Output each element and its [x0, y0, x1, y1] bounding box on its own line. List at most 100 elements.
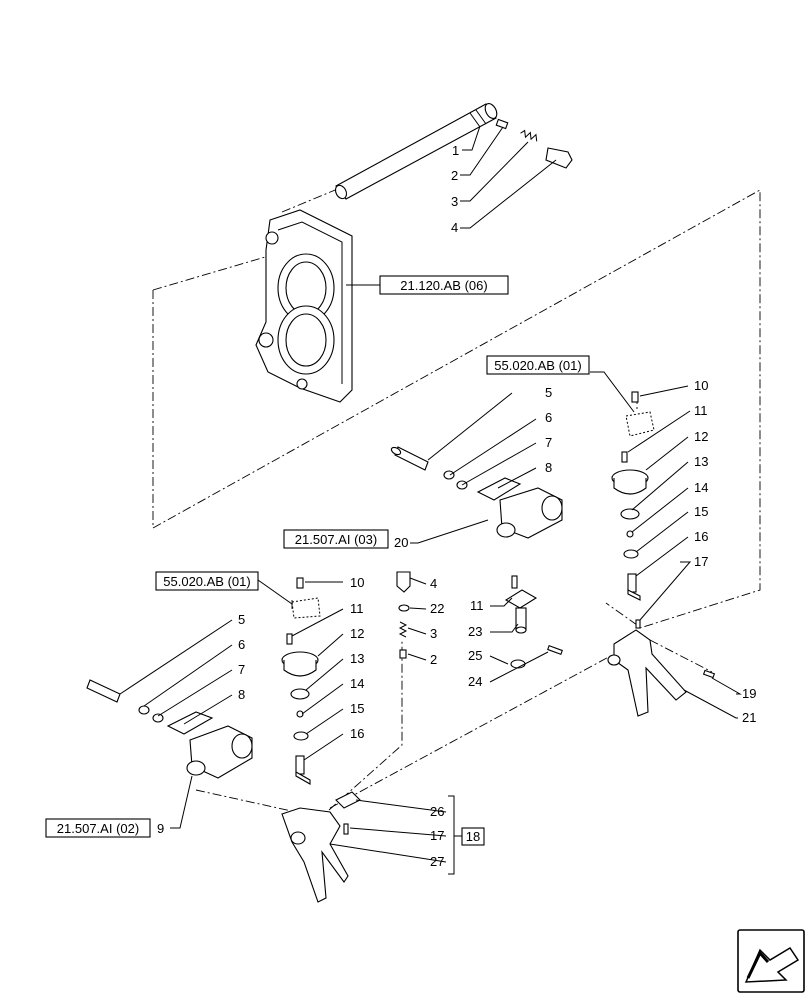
detent-plug [545, 147, 573, 169]
left-pin [86, 679, 121, 703]
lower-fork [281, 807, 349, 903]
lever-pin [547, 645, 563, 655]
lever-oring [510, 659, 526, 669]
middle-oring [398, 604, 410, 612]
leader-lines [119, 125, 742, 875]
callout-25: 25 [468, 648, 482, 663]
ref-kit-18[interactable]: 18 [461, 827, 485, 846]
callout-20: 20 [394, 535, 408, 550]
svg-text:55.020.AB (01): 55.020.AB (01) [163, 574, 250, 589]
middle-spring [398, 621, 408, 638]
lower-roll-pin [343, 823, 349, 835]
callout-6-left: 6 [238, 637, 245, 652]
right-screw-11 [621, 451, 628, 463]
ref-upper-cylinder[interactable]: 21.507.AI (03) [283, 529, 389, 549]
callout-7: 7 [545, 435, 552, 450]
left-oring [290, 688, 310, 700]
callout-5-left: 5 [238, 612, 245, 627]
callout-17: 17 [694, 554, 708, 569]
callout-24: 24 [468, 674, 482, 689]
callout-11: 11 [694, 403, 708, 418]
left-cylinder [186, 725, 253, 779]
svg-text:21.507.AI (03): 21.507.AI (03) [295, 532, 377, 547]
callout-27: 27 [430, 854, 444, 869]
callout-7-left: 7 [238, 662, 245, 677]
ref-housing[interactable]: 21.120.AB (06) [379, 275, 509, 295]
left-piston [281, 651, 319, 677]
left-washer-6 [138, 705, 150, 715]
right-screw [631, 391, 639, 403]
lever-bracket [504, 575, 538, 634]
callout-15-left: 15 [350, 701, 364, 716]
callout-3-mid: 3 [430, 626, 437, 641]
callout-15: 15 [694, 504, 708, 519]
right-support-block [625, 411, 655, 437]
callout-23: 23 [468, 624, 482, 639]
callout-17-lower: 17 [430, 828, 444, 843]
right-roll-pin [702, 669, 716, 679]
ref-left-support[interactable]: 55.020.AB (01) [155, 571, 259, 591]
callout-4-mid: 4 [430, 576, 437, 591]
callout-10-left: 10 [350, 575, 364, 590]
left-screw [296, 577, 304, 589]
right-finger [627, 573, 641, 601]
callout-5: 5 [545, 385, 552, 400]
callout-14: 14 [694, 480, 708, 495]
left-support-block [291, 597, 321, 619]
callout-2-mid: 2 [430, 652, 437, 667]
callout-11-lever: 11 [470, 598, 484, 613]
lower-sleeve [335, 791, 361, 809]
callout-2: 2 [451, 168, 458, 183]
callout-1: 1 [452, 143, 459, 158]
callout-8: 8 [545, 460, 552, 475]
ref-right-support[interactable]: 55.020.AB (01) [486, 355, 590, 375]
right-oring [620, 508, 640, 520]
housing-plate [255, 209, 353, 403]
svg-text:21.507.AI (02): 21.507.AI (02) [57, 821, 139, 836]
callout-16-left: 16 [350, 726, 364, 741]
callout-26: 26 [430, 804, 444, 819]
callout-13: 13 [694, 454, 708, 469]
right-piston [611, 469, 649, 495]
left-washer [293, 731, 309, 741]
arrow-icon[interactable] [737, 929, 805, 993]
callout-4: 4 [451, 220, 458, 235]
left-bracket [166, 711, 214, 735]
left-ring-14 [296, 710, 304, 718]
selector-shaft [334, 103, 498, 200]
callout-13-left: 13 [350, 651, 364, 666]
ref-lower-cylinder[interactable]: 21.507.AI (02) [45, 818, 151, 838]
callout-21: 21 [742, 710, 756, 725]
callout-11-left: 11 [350, 601, 364, 616]
svg-text:55.020.AB (01): 55.020.AB (01) [494, 358, 581, 373]
left-washer-7 [152, 713, 164, 723]
callout-14-left: 14 [350, 676, 364, 691]
callout-19: 19 [742, 686, 756, 701]
right-fork [607, 619, 687, 717]
callout-3: 3 [451, 194, 458, 209]
left-screw-11 [286, 633, 293, 645]
upper-bracket [476, 477, 522, 501]
callout-6: 6 [545, 410, 552, 425]
upper-cylinder [496, 487, 563, 539]
callout-12: 12 [694, 429, 708, 444]
callout-labels: 1 2 3 4 5 6 7 8 20 10 11 12 13 14 15 16 … [157, 143, 756, 869]
detent-spring [520, 129, 538, 142]
callout-22: 22 [430, 601, 444, 616]
upper-washer-6 [443, 470, 455, 480]
right-ring-14 [626, 530, 634, 538]
middle-plug [396, 571, 411, 593]
callout-9: 9 [157, 821, 164, 836]
svg-text:18: 18 [466, 829, 480, 844]
upper-pin [390, 446, 429, 471]
callout-8-left: 8 [238, 687, 245, 702]
callout-16: 16 [694, 529, 708, 544]
detent-ball [495, 118, 509, 130]
callout-12-left: 12 [350, 626, 364, 641]
middle-ball [399, 649, 407, 659]
svg-text:21.120.AB (06): 21.120.AB (06) [400, 278, 487, 293]
left-finger [295, 755, 311, 785]
callout-10: 10 [694, 378, 708, 393]
right-washer [623, 549, 639, 559]
